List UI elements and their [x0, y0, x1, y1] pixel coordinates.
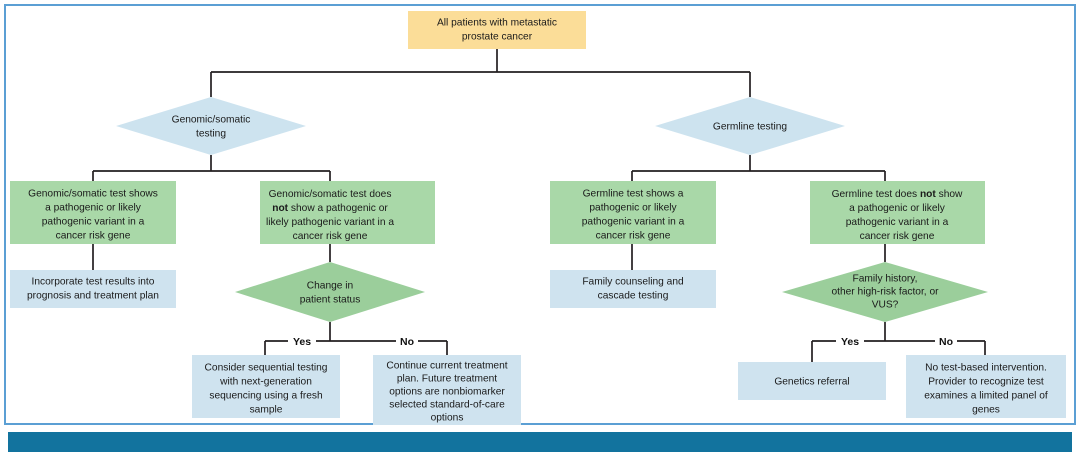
node-consider-sequential-testing-line-2: sequencing using a fresh: [209, 391, 322, 402]
node-genomic-test-positive-line-0: Genomic/somatic test shows: [28, 189, 158, 200]
node-change-in-patient-status-line-0: Change in: [307, 281, 353, 292]
node-continue-current-treatment-shape: [373, 355, 521, 425]
node-family-counseling-line-1: cascade testing: [598, 291, 669, 302]
node-germline-decision-shape: [655, 97, 845, 155]
node-no-test-based-intervention-line-0: No test-based intervention.: [925, 363, 1047, 374]
node-continue-current-treatment-line-1: plan. Future treatment: [397, 374, 497, 385]
node-genetics-referral-line-0: Genetics referral: [774, 377, 849, 388]
node-change-in-patient-status[interactable]: Change in patient status: [235, 262, 425, 322]
node-genetics-referral-shape: [738, 362, 886, 400]
node-genomic-test-negative-line-1: not show a pathogenic or: [272, 203, 388, 214]
node-root[interactable]: All patients with metastatic prostate ca…: [408, 11, 586, 49]
node-germline-test-positive-shape: [550, 181, 716, 244]
node-continue-current-treatment-line-4: options: [431, 413, 464, 424]
node-family-counseling-shape: [550, 270, 716, 308]
node-incorporate-results[interactable]: Incorporate test results into prognosis …: [10, 270, 176, 308]
node-germline-test-negative-line-1: a pathogenic or likely: [849, 203, 946, 214]
node-consider-sequential-testing-line-3: sample: [250, 405, 283, 416]
node-genomic-test-positive-line-1: a pathogenic or likely: [45, 203, 142, 214]
node-continue-current-treatment[interactable]: Continue current treatment plan. Future …: [373, 355, 521, 425]
node-germline-test-negative-line-3: cancer risk gene: [860, 231, 935, 242]
node-genomic-test-negative-line-3: cancer risk gene: [293, 231, 368, 242]
node-germline-test-positive-line-3: cancer risk gene: [596, 231, 671, 242]
node-change-in-patient-status-shape: [235, 262, 425, 322]
node-genomic-test-negative-line-0: Genomic/somatic test does: [269, 189, 392, 200]
node-continue-current-treatment-line-3: selected standard-of-care: [389, 400, 505, 411]
label-bg-family-yes: [836, 332, 864, 349]
node-no-test-based-intervention-line-1: Provider to recognize test: [928, 377, 1044, 388]
node-germline-test-negative-line-0: Germline test does not show: [832, 189, 963, 200]
node-germline-test-positive[interactable]: Germline test shows a pathogenic or like…: [550, 181, 716, 244]
node-genomic-test-negative[interactable]: Genomic/somatic test does not show a pat…: [260, 181, 435, 244]
node-consider-sequential-testing-line-0: Consider sequential testing: [205, 363, 328, 374]
node-no-test-based-intervention-line-3: genes: [972, 405, 1000, 416]
node-family-history-decision-line-0: Family history,: [853, 274, 918, 285]
node-genomic-decision[interactable]: Genomic/somatic testing: [116, 97, 306, 155]
edge-label-change-status-yes: Yes: [293, 336, 311, 348]
edge-label-change-status-no: No: [400, 336, 414, 348]
node-incorporate-results-line-0: Incorporate test results into: [32, 277, 155, 288]
node-family-history-decision-line-1: other high-risk factor, or: [831, 287, 939, 298]
node-no-test-based-intervention[interactable]: No test-based intervention. Provider to …: [906, 355, 1066, 418]
node-germline-test-negative-shape: [810, 181, 985, 244]
node-consider-sequential-testing-line-1: with next-generation: [219, 377, 312, 388]
node-root-line-0: All patients with metastatic: [437, 18, 557, 29]
node-genomic-test-positive-shape: [10, 181, 176, 244]
node-family-history-decision[interactable]: Family history, other high-risk factor, …: [782, 262, 988, 322]
node-genomic-test-positive[interactable]: Genomic/somatic test shows a pathogenic …: [10, 181, 176, 244]
node-family-counseling[interactable]: Family counseling and cascade testing: [550, 270, 716, 308]
node-family-history-decision-shape: [782, 262, 988, 322]
node-germline-test-positive-line-2: pathogenic variant in a: [582, 217, 685, 228]
edge-label-family-history-no: No: [939, 336, 953, 348]
node-root-line-1: prostate cancer: [462, 32, 533, 43]
node-genomic-test-positive-line-2: pathogenic variant in a: [42, 217, 145, 228]
node-continue-current-treatment-line-2: options are nonbiomarker: [389, 387, 505, 398]
node-genomic-test-negative-line-2: likely pathogenic variant in a: [266, 217, 394, 228]
node-genetics-referral[interactable]: Genetics referral: [738, 362, 886, 400]
edge-label-layer: Yes No Yes No: [288, 332, 957, 349]
label-bg-family-no: [935, 332, 957, 349]
node-germline-test-positive-line-0: Germline test shows a: [583, 189, 684, 200]
node-change-in-patient-status-line-1: patient status: [300, 295, 361, 306]
edge-label-family-history-yes: Yes: [841, 336, 859, 348]
label-bg-change-no: [396, 332, 418, 349]
node-germline-decision[interactable]: Germline testing: [655, 97, 845, 155]
node-family-counseling-line-0: Family counseling and: [582, 277, 684, 288]
node-germline-decision-line-0: Germline testing: [713, 122, 788, 133]
node-consider-sequential-testing-shape: [192, 355, 340, 418]
node-germline-test-negative-line-2: pathogenic variant in a: [846, 217, 949, 228]
node-incorporate-results-line-1: prognosis and treatment plan: [27, 291, 159, 302]
flowchart: Yes No Yes No All patients with metastat…: [10, 11, 1066, 425]
node-root-shape: [408, 11, 586, 49]
node-no-test-based-intervention-shape: [906, 355, 1066, 418]
node-incorporate-results-shape: [10, 270, 176, 308]
node-germline-test-positive-line-1: pathogenic or likely: [589, 203, 677, 214]
node-genomic-decision-shape: [116, 97, 306, 155]
bottom-accent-bar: [8, 432, 1072, 452]
node-consider-sequential-testing[interactable]: Consider sequential testing with next-ge…: [192, 355, 340, 418]
node-genomic-test-negative-shape: [260, 181, 435, 244]
node-genomic-decision-line-0: Genomic/somatic: [172, 115, 251, 126]
node-germline-test-negative[interactable]: Germline test does not show a pathogenic…: [810, 181, 985, 244]
label-bg-change-yes: [288, 332, 316, 349]
node-continue-current-treatment-line-0: Continue current treatment: [386, 361, 507, 372]
node-family-history-decision-line-2: VUS?: [872, 300, 899, 311]
node-no-test-based-intervention-line-2: examines a limited panel of: [924, 391, 1048, 402]
node-genomic-decision-line-1: testing: [196, 129, 226, 140]
node-genomic-test-positive-line-3: cancer risk gene: [56, 231, 131, 242]
